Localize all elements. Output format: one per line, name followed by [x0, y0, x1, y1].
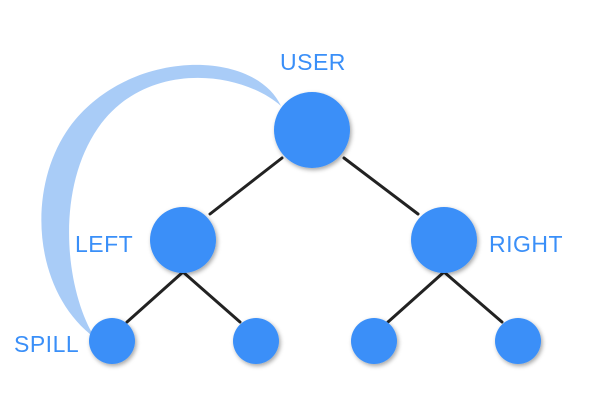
label-left: LEFT: [75, 231, 134, 257]
label-right: RIGHT: [489, 231, 564, 257]
node-right: [411, 207, 477, 273]
edge-right-rl: [386, 270, 446, 324]
edge-right-rr: [442, 270, 504, 324]
edges: [125, 156, 504, 324]
node-right-right-child: [495, 318, 541, 364]
node-user: [274, 92, 350, 168]
node-left: [150, 207, 216, 273]
nodes: [89, 92, 541, 364]
edge-user-left: [208, 156, 284, 216]
edge-user-right: [342, 156, 420, 216]
node-spill: [89, 318, 135, 364]
node-right-left-child: [351, 318, 397, 364]
node-left-right-child: [233, 318, 279, 364]
label-user: USER: [280, 49, 346, 75]
spill-arc: [41, 64, 281, 338]
label-spill: SPILL: [14, 331, 80, 357]
edge-left-ll: [181, 270, 242, 324]
edge-left-spill: [125, 270, 185, 324]
